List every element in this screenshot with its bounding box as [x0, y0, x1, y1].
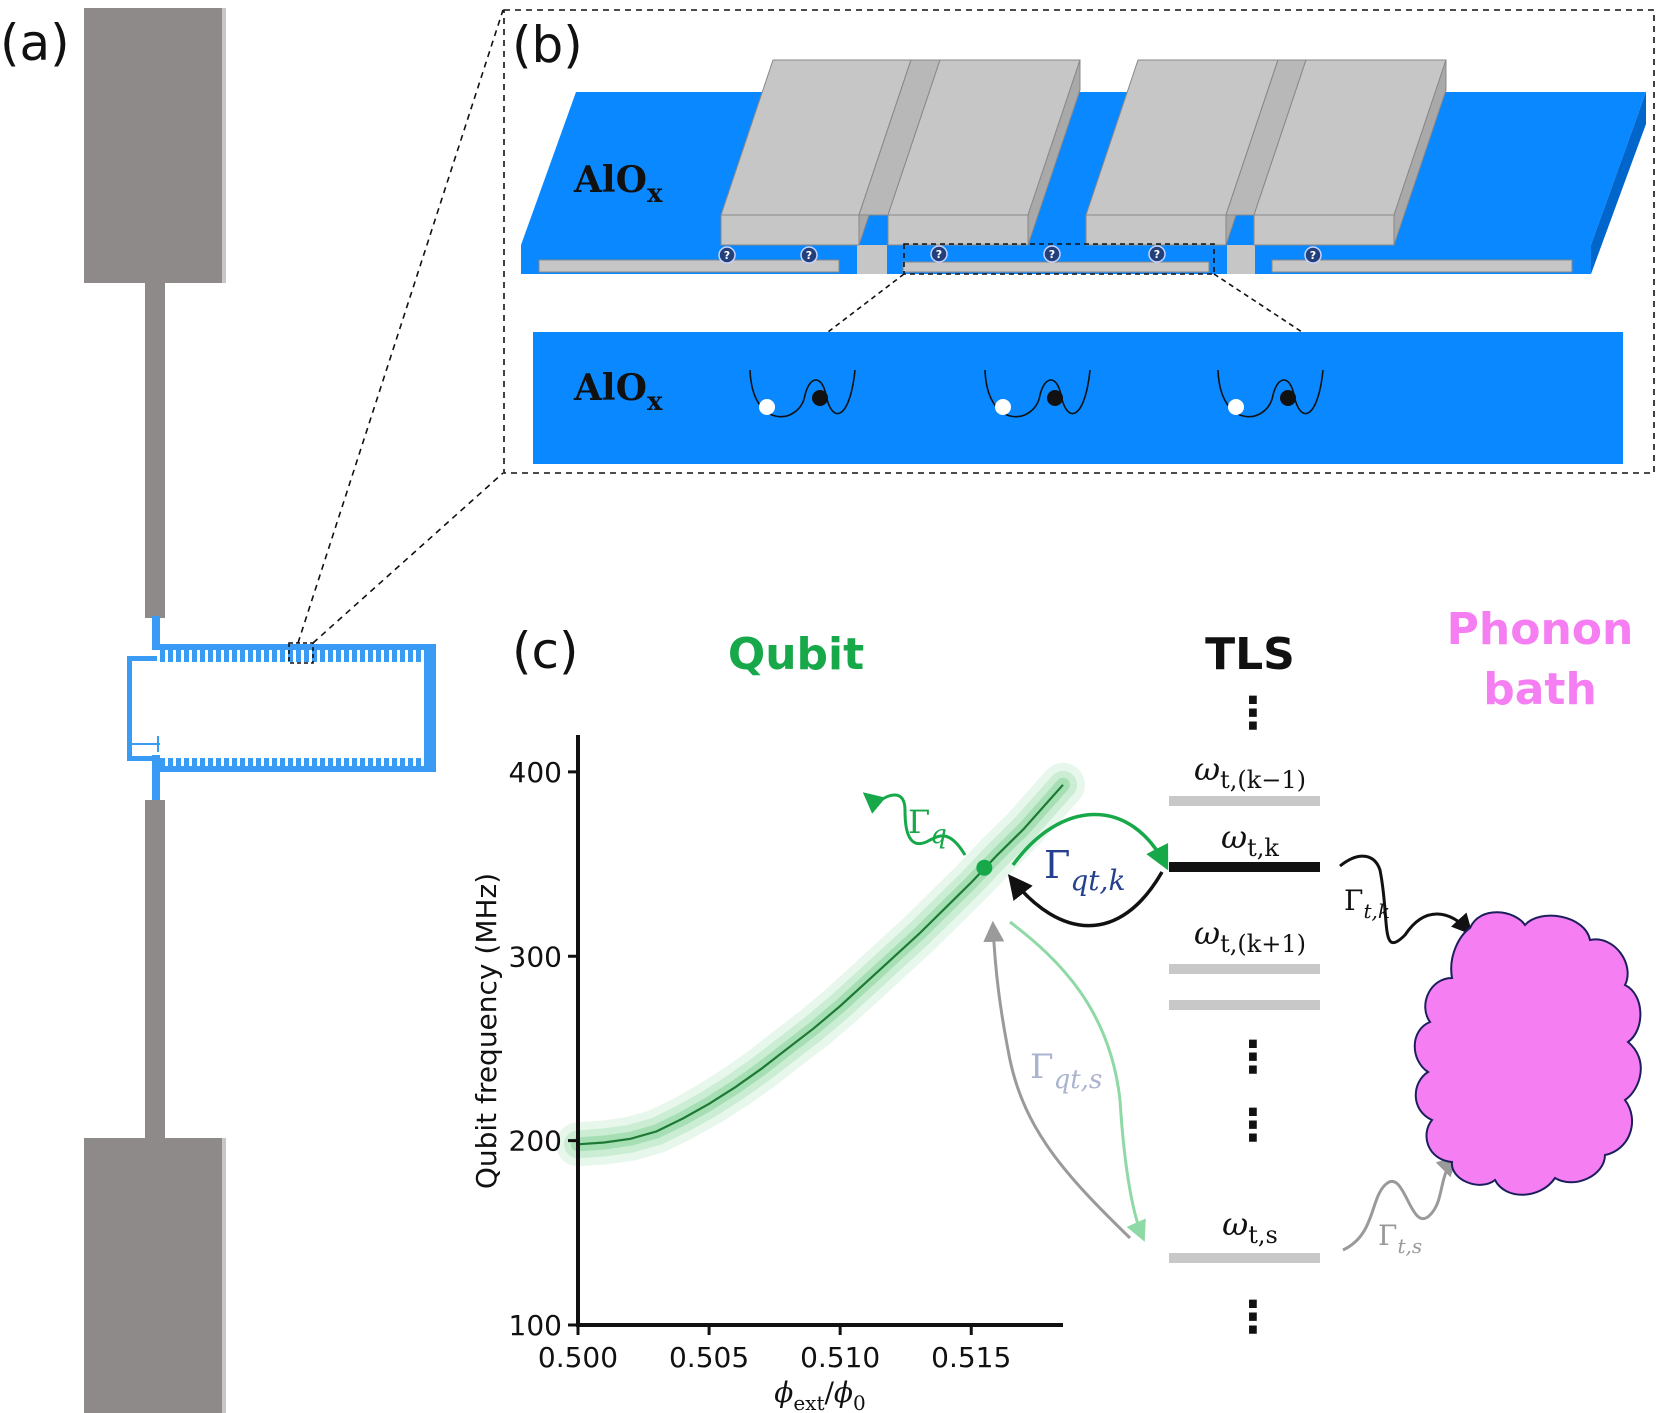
x-ticks: 0.500 0.505 0.510 0.515	[538, 1325, 1011, 1374]
tls-to-qubit-arrow	[1007, 871, 1164, 928]
y-tick-label: 200	[509, 1125, 562, 1158]
panel-c-label: (c)	[512, 622, 579, 680]
bottom-lead	[145, 800, 165, 1140]
gamma-ts-label: Γt,s	[1378, 1219, 1422, 1258]
qubit-spectrum-chart: 100 200 300 400 0.500 0.505 0.510 0.515 Qubit …	[470, 735, 1085, 1413]
ellipsis-mid1: ⋮	[1231, 1032, 1275, 1083]
panel-b: (b)	[503, 9, 1655, 474]
level-k	[1169, 862, 1320, 872]
double-well	[1217, 369, 1324, 418]
metal-electrodes	[720, 59, 1447, 246]
zoom-line-lower	[312, 472, 504, 644]
qubit-to-tls-arrow	[1011, 812, 1169, 871]
svg-text:?: ?	[1154, 248, 1160, 261]
svg-text:?: ?	[936, 248, 942, 261]
zoom-line-upper	[297, 9, 504, 644]
oxide-top-face	[521, 92, 1646, 245]
double-well	[984, 369, 1091, 418]
y-axis-label: Qubit frequency (MHz)	[470, 873, 503, 1189]
oxide-label-bottom: AlOx	[573, 367, 663, 417]
svg-text:?: ?	[806, 249, 812, 262]
top-pad	[84, 8, 224, 283]
oxide-label-top: AlOx	[573, 159, 663, 209]
gamma-qtk-label: Γqt,k	[1044, 843, 1125, 897]
svg-text:?: ?	[1310, 249, 1316, 262]
phonon-header-line2: bath	[1483, 664, 1597, 715]
inner-zoom-box	[903, 243, 1215, 275]
s-to-qubit-arrow	[983, 920, 1132, 1240]
x-axis-label: ϕext/ϕ0	[774, 1376, 866, 1413]
double-well-potentials	[749, 369, 1324, 418]
defect-markers: ? ? ? ? ? ?	[718, 245, 1322, 264]
qubit-loop	[127, 616, 436, 800]
spectrum-band-layer	[556, 762, 1085, 1167]
tls-levels: ⋮ ⋮ ⋮ ⋮ ωt,(k−1) ωt,k ωt,(k+1) ωt,s	[1169, 688, 1320, 1343]
series-line	[577, 784, 1064, 1146]
x-tick-label: 0.505	[669, 1341, 749, 1374]
operating-point	[976, 859, 993, 876]
bottom-pad	[84, 1138, 224, 1413]
x-tick-label: 0.515	[931, 1341, 1011, 1374]
ellipsis-bottom: ⋮	[1231, 1292, 1275, 1343]
level-extra	[1169, 1000, 1320, 1010]
level-s	[1169, 1253, 1320, 1263]
y-tick-label: 400	[509, 756, 562, 789]
zoom-box	[288, 642, 314, 664]
y-tick-label: 300	[509, 940, 562, 973]
panel-a: (a)	[0, 8, 504, 1413]
gamma-tk-arrow	[1339, 854, 1473, 944]
panel-b-frame	[503, 9, 1655, 474]
panel-c: (c) Qubit TLS Phonon bath 100 200 300 400 0…	[470, 604, 1642, 1413]
defect-marker: ?	[800, 246, 818, 264]
oxide-right-face	[1591, 92, 1646, 274]
label-omega-k-plus-1: ωt,(k+1)	[1194, 914, 1306, 958]
oxide-zoom-bar	[533, 332, 1623, 464]
panel-b-label: (b)	[512, 16, 583, 74]
label-omega-k: ωt,k	[1221, 818, 1279, 862]
gamma-ts-arrow	[1342, 1155, 1458, 1252]
y-tick-label: 100	[509, 1309, 562, 1342]
gamma-qts-label: Γqt,s	[1030, 1047, 1102, 1095]
gamma-q-label: Γq	[908, 803, 947, 850]
svg-text:?: ?	[724, 249, 730, 262]
phonon-header-line1: Phonon	[1447, 604, 1634, 655]
top-lead	[145, 283, 165, 618]
svg-text:?: ?	[1049, 248, 1055, 261]
double-well	[749, 369, 856, 418]
y-ticks: 100 200 300 400	[509, 756, 578, 1342]
x-tick-label: 0.500	[538, 1341, 618, 1374]
tls-header: TLS	[1205, 629, 1295, 680]
defect-marker: ?	[930, 245, 948, 263]
ellipsis-mid2: ⋮	[1231, 1100, 1275, 1151]
level-k-plus-1	[1169, 964, 1320, 974]
defect-marker: ?	[1043, 245, 1061, 263]
phonon-bath-cloud	[1413, 911, 1642, 1196]
defect-marker: ?	[1304, 246, 1322, 264]
defect-marker: ?	[718, 246, 736, 264]
qubit-header: Qubit	[728, 629, 864, 680]
ellipsis-top: ⋮	[1231, 688, 1275, 739]
gamma-tk-label: Γt,k	[1344, 884, 1390, 923]
label-omega-k-minus-1: ωt,(k−1)	[1194, 750, 1306, 794]
qubit-to-s-arrow	[1009, 920, 1146, 1242]
panel-a-label: (a)	[0, 14, 70, 72]
defect-marker: ?	[1148, 245, 1166, 263]
spectrum-band	[556, 762, 1085, 1167]
x-tick-label: 0.510	[800, 1341, 880, 1374]
level-k-minus-1	[1169, 796, 1320, 806]
gamma-q-arrow	[862, 792, 967, 856]
label-omega-s: ωt,s	[1222, 1205, 1278, 1249]
transition-arrows	[862, 792, 1473, 1252]
